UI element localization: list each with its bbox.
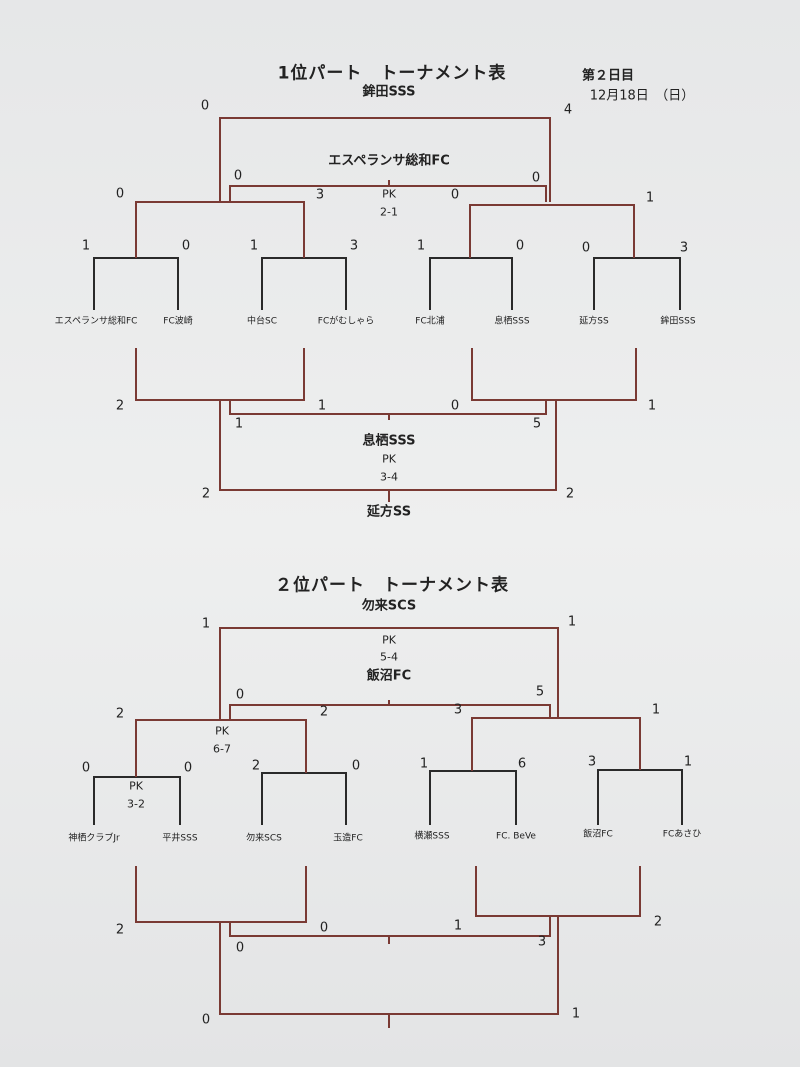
p2-fifth-score-right: 3 <box>537 934 547 950</box>
p1-final-score-left: 0 <box>200 98 210 114</box>
p2-lower-score-3: 2 <box>653 914 663 930</box>
p2-final-pk-label: PK <box>382 633 396 647</box>
p2-r1-score-2: 0 <box>183 760 193 776</box>
p1-seventh-score-left: 2 <box>201 486 211 502</box>
p2-semi-pk-score: 6-7 <box>213 742 231 756</box>
p2-semi-score-3: 3 <box>453 702 463 718</box>
p2-semi-pk-label: PK <box>215 724 229 738</box>
p1-r1-score-4: 3 <box>349 238 359 254</box>
p2-team-3: 勿来SCS <box>246 833 282 844</box>
p1-team-3: 中台SC <box>247 316 277 327</box>
p2-third-score-left: 0 <box>235 687 245 703</box>
p1-seventh-winner: 延方SS <box>366 504 412 520</box>
p2-r1-score-6: 6 <box>517 756 527 772</box>
p2-team-4: 玉造FC <box>333 833 363 844</box>
p1-team-1: エスペランサ総和FC <box>54 316 138 327</box>
p1-seventh-score-right: 2 <box>565 486 575 502</box>
part1-title: 1位パート トーナメント表 <box>277 63 507 84</box>
p1-team-7: 延方SS <box>579 316 609 327</box>
p1-team-8: 鉾田SSS <box>660 316 696 327</box>
p2-team-1: 神栖クラブJr <box>68 833 120 844</box>
p2-r1-pk-score: 3-2 <box>127 797 145 811</box>
p2-seventh-score-left: 0 <box>201 1012 211 1028</box>
p2-fifth-score-1: 0 <box>319 920 329 936</box>
p2-r1-score-4: 0 <box>351 758 361 774</box>
p1-r1-score-6: 0 <box>515 238 525 254</box>
p1-team-2: FC波崎 <box>163 316 193 327</box>
p1-team-6: 息栖SSS <box>494 316 530 327</box>
p1-third-score-left: 0 <box>233 168 243 184</box>
p2-team-7: 飯沼FC <box>583 829 613 840</box>
p2-final-pk-score: 5-4 <box>380 650 398 664</box>
p1-semi-score-4: 1 <box>645 190 655 206</box>
p2-team-8: FCあさひ <box>662 829 702 840</box>
p1-final-winner: 鉾田SSS <box>362 84 416 100</box>
p2-r1-pk-label: PK <box>129 779 143 793</box>
p2-team-2: 平井SSS <box>162 833 198 844</box>
p2-team-5: 横瀬SSS <box>414 831 450 842</box>
p1-semi-score-1: 0 <box>115 186 125 202</box>
p1-fifth-score-left: 1 <box>234 416 244 432</box>
p1-fifth-winner: 息栖SSS <box>362 433 416 449</box>
p1-lower-score-1: 2 <box>115 398 125 414</box>
p2-r1-score-8: 1 <box>683 754 693 770</box>
p2-lower-score-1: 2 <box>115 922 125 938</box>
p1-lower-score-4: 1 <box>647 398 657 414</box>
p2-final-score-left: 1 <box>201 616 211 632</box>
p1-r1-score-5: 1 <box>416 238 426 254</box>
p2-lower-score-2: 1 <box>453 918 463 934</box>
p1-fifth-score-right: 5 <box>532 416 542 432</box>
p1-lower-score-3: 0 <box>450 398 460 414</box>
p2-final-score-right: 1 <box>567 614 577 630</box>
p1-r1-score-8: 3 <box>679 240 689 256</box>
p2-r1-score-5: 1 <box>419 756 429 772</box>
p2-final-winner: 勿来SCS <box>361 598 417 614</box>
p2-r1-score-7: 3 <box>587 754 597 770</box>
p2-seventh-score-right: 1 <box>571 1006 581 1022</box>
p1-team-4: FCがむしゃら <box>317 316 375 327</box>
day-label: 第２日目 <box>581 68 635 84</box>
p2-r1-score-1: 0 <box>81 760 91 776</box>
p1-third-winner: エスペランサ総和FC <box>328 153 450 169</box>
p2-semi-score-2: 2 <box>319 704 329 720</box>
p1-r1-score-3: 1 <box>249 238 259 254</box>
p1-fifth-pk-label: PK <box>382 452 396 466</box>
p1-semi-score-2: 3 <box>315 187 325 203</box>
p2-semi-score-1: 2 <box>115 706 125 722</box>
p1-lower-score-2: 1 <box>317 398 327 414</box>
date-label: 12月18日 （日） <box>589 88 695 104</box>
p1-final-score-right: 4 <box>563 102 573 118</box>
p1-semi-score-3: 0 <box>450 187 460 203</box>
p2-team-6: FC. BeVe <box>496 831 536 842</box>
p2-semi-score-4: 1 <box>651 702 661 718</box>
part2-title: ２位パート トーナメント表 <box>275 575 509 596</box>
p2-r1-score-3: 2 <box>251 758 261 774</box>
p1-r1-score-2: 0 <box>181 238 191 254</box>
p1-third-pk-label: PK <box>382 187 396 201</box>
p1-r1-score-7: 0 <box>581 240 591 256</box>
p2-fifth-score-left: 0 <box>235 940 245 956</box>
p1-team-5: FC北浦 <box>415 316 445 327</box>
p2-third-score-right: 5 <box>535 684 545 700</box>
p1-third-score-right: 0 <box>531 170 541 186</box>
p2-third-winner: 飯沼FC <box>366 668 412 684</box>
p1-third-pk-score: 2-1 <box>380 205 398 219</box>
p1-fifth-pk-score: 3-4 <box>380 470 398 484</box>
p1-r1-score-1: 1 <box>81 238 91 254</box>
